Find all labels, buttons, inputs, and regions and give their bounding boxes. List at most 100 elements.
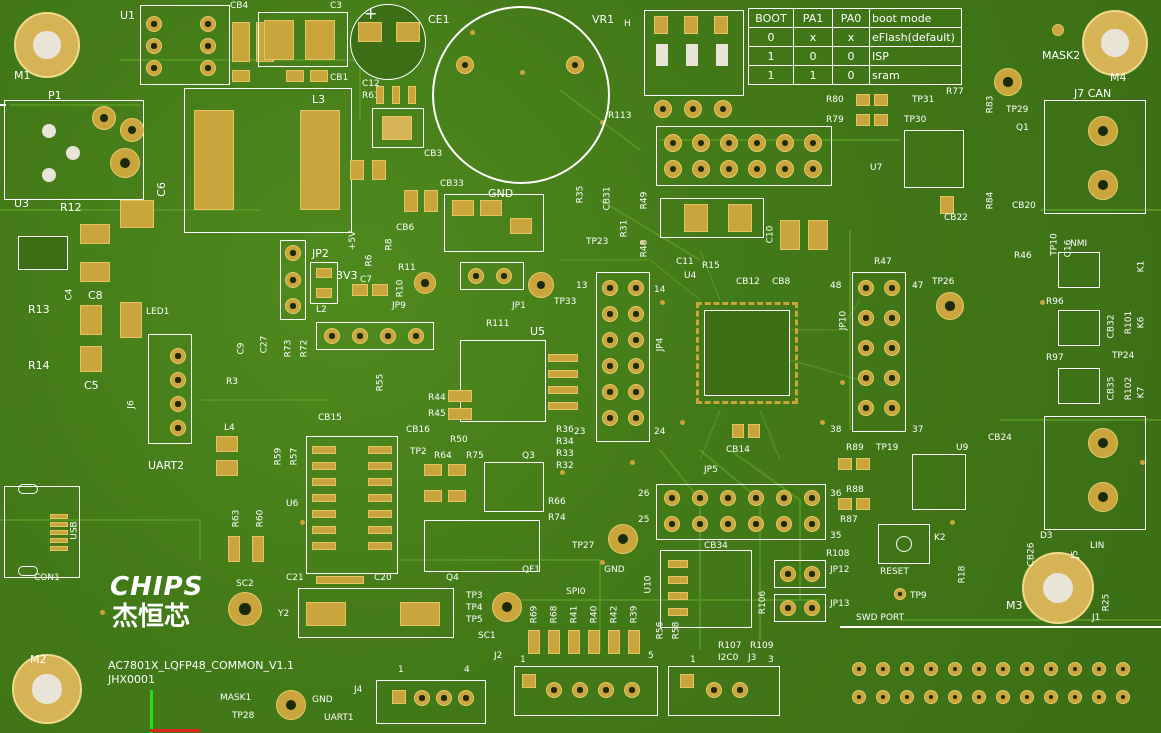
label-r14: R14 xyxy=(28,359,50,372)
smd-pad xyxy=(232,70,250,82)
label-r48: R48 xyxy=(639,239,650,258)
smd-pad xyxy=(808,220,828,250)
label-cb35: CB35 xyxy=(1106,376,1117,401)
k1-outline[interactable] xyxy=(1058,252,1100,288)
boot-cell: x xyxy=(793,27,833,47)
y2-pad xyxy=(400,602,440,626)
reset-button-cap[interactable] xyxy=(896,536,912,552)
k6-outline[interactable] xyxy=(1058,310,1100,346)
label-tp31: TP31 xyxy=(912,95,935,105)
label-r42: R42 xyxy=(609,605,620,624)
smd-pad xyxy=(588,630,600,654)
label-r84: R84 xyxy=(985,191,996,210)
via xyxy=(1040,300,1045,305)
label-y2: Y2 xyxy=(278,609,290,619)
smd-pad xyxy=(856,498,870,510)
label-p1: P1 xyxy=(48,89,62,102)
jp3-pin xyxy=(692,134,710,152)
origin-x-axis xyxy=(150,729,200,732)
label-cb34: CB34 xyxy=(704,541,728,551)
p1-outline xyxy=(4,100,144,200)
jp10-pin xyxy=(884,400,900,416)
boot-header-boot: BOOT xyxy=(748,8,794,28)
sc2-hole xyxy=(228,592,262,626)
sw2-switch[interactable] xyxy=(686,44,698,66)
label-r15: R15 xyxy=(702,261,720,271)
label-cb20: CB20 xyxy=(1012,201,1036,211)
via xyxy=(840,380,845,385)
label-m2: M2 xyxy=(30,653,47,666)
boot-header-pa0: PA0 xyxy=(832,8,870,28)
smd-pad xyxy=(448,464,466,476)
label-pin38: 38 xyxy=(830,425,842,435)
label-r107: R107 xyxy=(718,641,742,651)
smd-pad xyxy=(352,284,368,296)
label-r41: R41 xyxy=(569,605,580,624)
label-q4: Q4 xyxy=(446,573,459,583)
j5-pin xyxy=(1088,428,1118,458)
header-pin xyxy=(852,690,866,704)
smd-pad xyxy=(528,630,540,654)
j5-outline xyxy=(1044,416,1146,530)
label-r45: R45 xyxy=(428,409,446,419)
label-cb33: CB33 xyxy=(440,179,464,189)
label-c16: C16 xyxy=(1063,239,1074,258)
jp5-pin xyxy=(804,516,820,532)
label-5v: +5V xyxy=(348,230,359,251)
smd-pad xyxy=(856,114,870,126)
jp1-pin xyxy=(468,268,484,284)
l3-pad xyxy=(300,110,340,210)
header-pin xyxy=(948,690,962,704)
label-jp10: JP10 xyxy=(838,310,849,331)
jp10-outline xyxy=(852,272,906,432)
j6-pin xyxy=(170,372,186,388)
tp33-hole xyxy=(528,272,554,298)
smd-pad xyxy=(424,490,442,502)
jp1-pin xyxy=(496,268,512,284)
jp4-outline xyxy=(596,272,650,442)
u6-outline xyxy=(306,436,398,574)
sw2-switch[interactable] xyxy=(716,44,728,66)
boot-cell: 1 xyxy=(793,65,833,85)
label-mask2: MASK2 xyxy=(1042,49,1081,62)
q3-outline xyxy=(484,462,544,512)
k7-outline[interactable] xyxy=(1058,368,1100,404)
smd-pad xyxy=(372,160,386,180)
jp10-pin xyxy=(884,370,900,386)
label-pin26: 26 xyxy=(638,489,650,499)
label-pin14: 14 xyxy=(654,285,666,295)
l2-pad xyxy=(316,268,332,278)
c3-pad xyxy=(264,20,294,60)
smd-pad xyxy=(874,114,888,126)
ce1-pad-plus xyxy=(358,22,382,42)
smd-pad xyxy=(780,220,800,250)
reset-button[interactable] xyxy=(878,524,930,564)
jp5-pin xyxy=(748,516,764,532)
label-r33: R33 xyxy=(556,449,574,459)
label-r77: R77 xyxy=(946,87,964,97)
smd-pad xyxy=(350,160,364,180)
ce1-pad-minus xyxy=(396,22,420,42)
jp3-pin xyxy=(720,134,738,152)
l4-pad xyxy=(216,460,238,476)
label-r10: R10 xyxy=(395,279,406,298)
j6-outline xyxy=(148,334,192,444)
label-r73: R73 xyxy=(283,339,294,358)
label-pin24: 24 xyxy=(654,427,666,437)
sw2-switch[interactable] xyxy=(656,44,668,66)
u4-outline xyxy=(660,198,764,238)
label-u6: U6 xyxy=(286,499,299,509)
jp5-pin xyxy=(776,516,792,532)
header-pin xyxy=(948,662,962,676)
label-j3: J3 xyxy=(748,653,757,663)
label-tp23: TP23 xyxy=(586,237,609,247)
label-cb26: CB26 xyxy=(1026,542,1037,567)
label-tp5: TP5 xyxy=(466,615,483,625)
jp9-pin xyxy=(380,328,396,344)
label-r88: R88 xyxy=(846,485,864,495)
label-j7-can: J7 CAN xyxy=(1074,87,1112,100)
smd-pad xyxy=(372,284,388,296)
jp3-pin xyxy=(692,160,710,178)
header-pin xyxy=(996,690,1010,704)
label-r55: R55 xyxy=(375,373,386,392)
